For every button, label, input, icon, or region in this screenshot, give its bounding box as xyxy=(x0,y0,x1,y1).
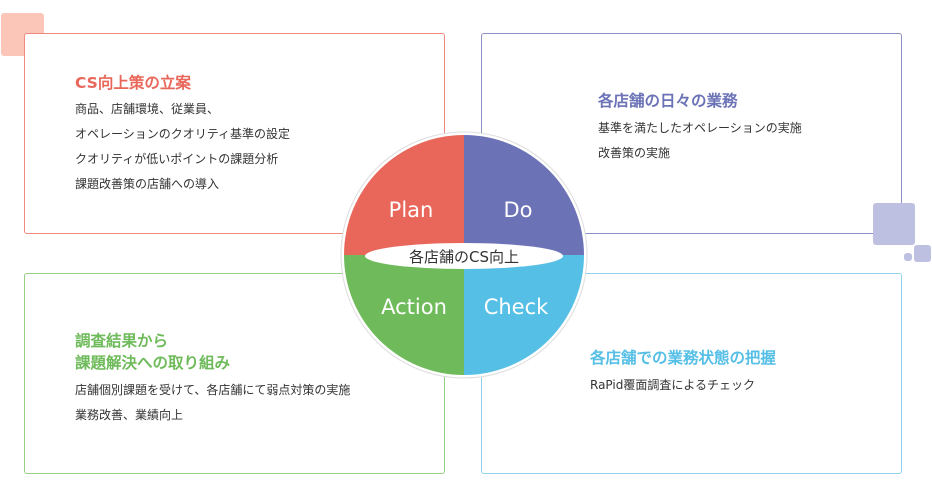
check-quadrant xyxy=(464,255,584,375)
action-title-line: 調査結果から xyxy=(75,332,169,350)
do-quadrant xyxy=(464,135,584,255)
center-label-ellipse xyxy=(365,243,563,269)
do-title: 各店舗の日々の業務 xyxy=(598,92,738,110)
check-title: 各店舗での業務状態の把握 xyxy=(590,349,777,367)
decorative-square-medium xyxy=(914,245,931,262)
action-line: 業務改善、業績向上 xyxy=(75,408,184,422)
center-label: 各店舗のCS向上 xyxy=(409,248,519,266)
action-title-line: 課題解決への取り組み xyxy=(75,354,231,372)
plan-label: Plan xyxy=(389,198,434,222)
do-panel: 各店舗の日々の業務 基準を満たしたオペレーションの実施 改善策の実施 xyxy=(481,33,902,234)
action-line: 店舗個別課題を受けて、各店舗にて弱点対策の実施 xyxy=(75,383,351,397)
plan-panel: CS向上策の立案 商品、店舗環境、従業員、 オペレーションのクオリティ基準の設定… xyxy=(24,33,445,234)
plan-line: 課題改善策の店舗への導入 xyxy=(75,177,220,191)
check-line: RaPid覆面調査によるチェック xyxy=(590,378,755,392)
check-label: Check xyxy=(484,295,549,319)
do-line: 改善策の実施 xyxy=(598,146,671,160)
plan-line: オペレーションのクオリティ基準の設定 xyxy=(75,127,291,141)
action-label: Action xyxy=(381,295,447,319)
plan-quadrant xyxy=(344,135,464,255)
do-line: 基準を満たしたオペレーションの実施 xyxy=(598,121,802,135)
action-quadrant xyxy=(344,255,464,375)
action-description: 店舗個別課題を受けて、各店舗にて弱点対策の実施 業務改善、業績向上 xyxy=(75,378,350,428)
plan-line: 商品、店舗環境、従業員、 xyxy=(75,102,220,116)
decorative-square-large xyxy=(873,203,915,245)
plan-description: 商品、店舗環境、従業員、 オペレーションのクオリティ基準の設定 クオリティが低い… xyxy=(75,97,290,197)
plan-line: クオリティが低いポイントの課題分析 xyxy=(75,152,279,166)
plan-title: CS向上策の立案 xyxy=(75,74,191,92)
do-label: Do xyxy=(503,198,532,222)
do-description: 基準を満たしたオペレーションの実施 改善策の実施 xyxy=(598,116,802,166)
action-title: 調査結果から 課題解決への取り組み xyxy=(75,330,230,374)
pdca-cycle-diagram: Plan Do Action Check 各店舗のCS向上 xyxy=(340,131,588,379)
decorative-square-small xyxy=(904,253,912,261)
check-description: RaPid覆面調査によるチェック xyxy=(590,373,755,398)
